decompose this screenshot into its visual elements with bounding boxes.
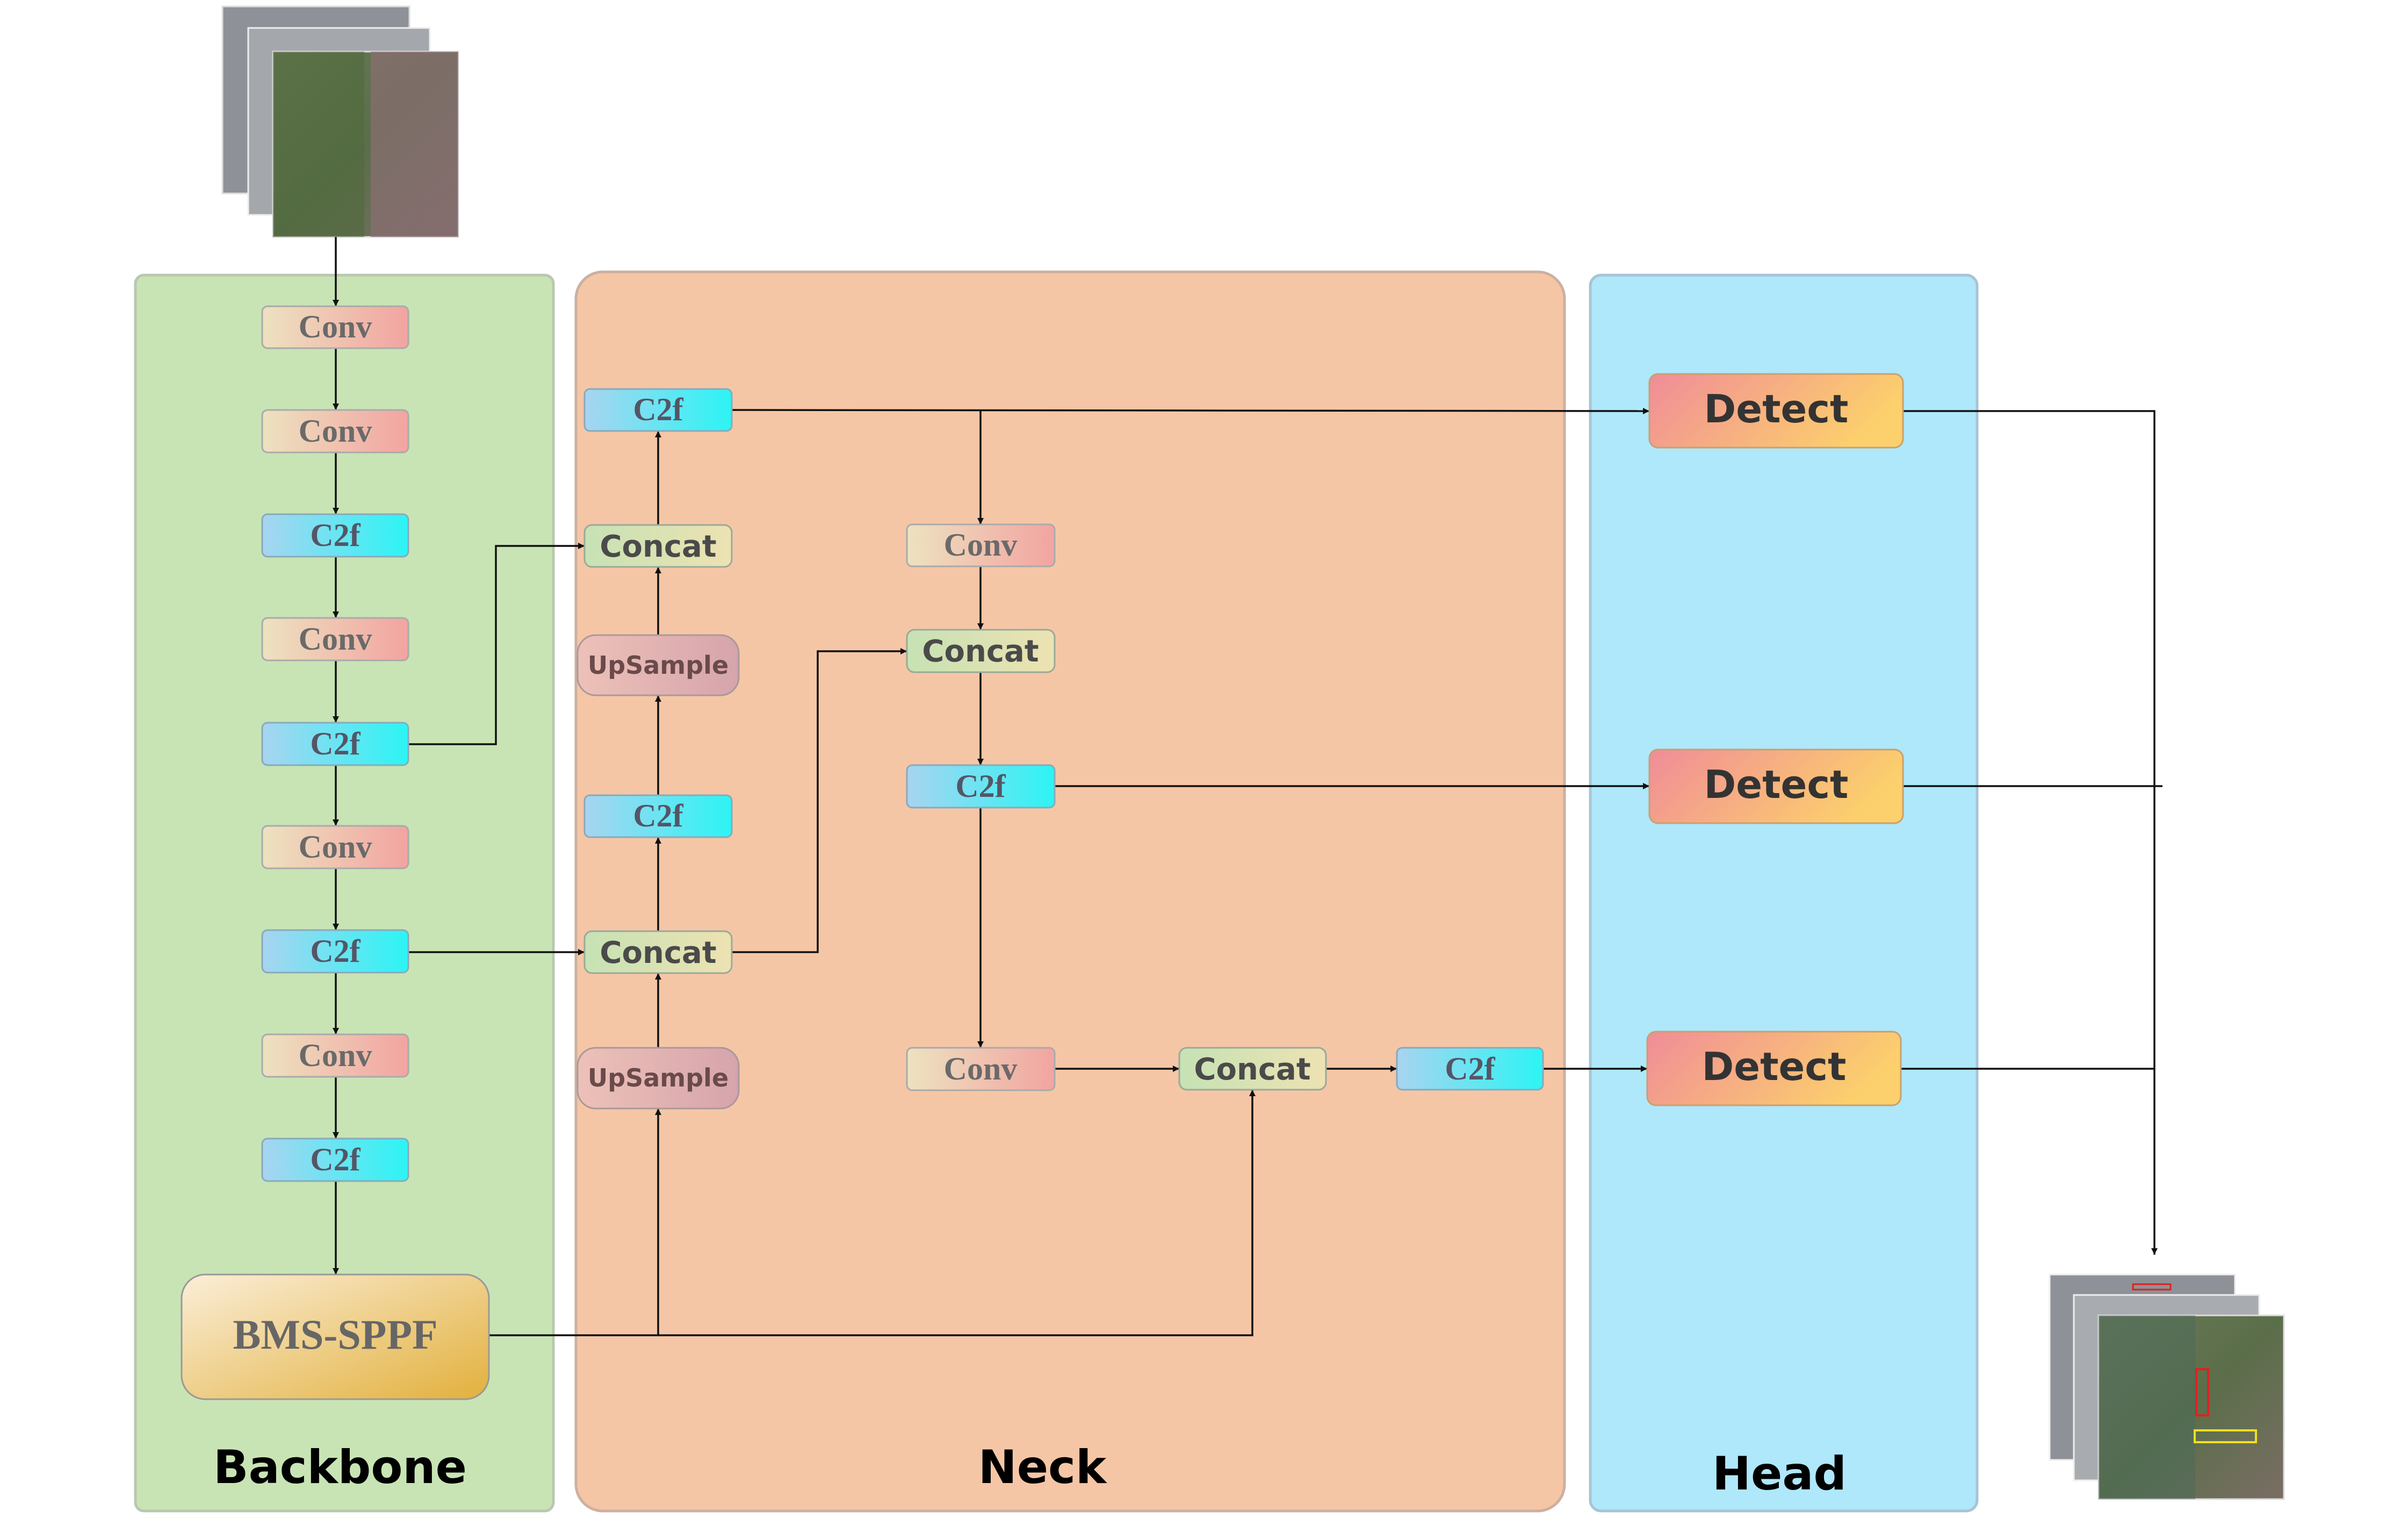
block-label: Conv [299,1038,372,1073]
neck-concat-2: Concat [583,930,733,974]
neck-blocks: C2f Concat UpSample C2f Concat UpSample … [576,388,1544,1110]
neck-c2f-bottom: C2f [1396,1047,1544,1091]
neck-panel [574,270,1566,1513]
backbone-c2f-1: C2f [261,513,409,558]
detect-block-3: Detect [1646,1031,1902,1106]
block-label: C2f [1445,1051,1495,1086]
block-label: C2f [310,1142,361,1177]
backbone-conv-5: Conv [261,1033,409,1078]
block-label: Conv [944,527,1018,563]
detection-box [2132,1283,2172,1291]
output-image-stack [2049,1273,2285,1500]
backbone-conv-2: Conv [261,409,409,454]
detect-block-1: Detect [1648,373,1904,449]
block-label: C2f [310,933,361,969]
block-label: C2f [633,392,683,427]
block-label: UpSample [588,651,729,680]
neck-conv-2: Conv [906,1047,1056,1091]
block-label: Detect [1704,762,1849,807]
block-label: BMS-SPPF [233,1311,437,1358]
neck-conv-1: Conv [906,523,1056,567]
block-label: Detect [1704,386,1849,431]
neck-concat-3: Concat [906,629,1056,673]
block-label: C2f [955,768,1006,804]
backbone-conv-1: Conv [261,305,409,349]
block-label: UpSample [588,1063,729,1092]
neck-concat-4: Concat [1178,1047,1327,1091]
block-label: Conv [299,309,372,344]
block-label: Concat [600,529,716,564]
backbone-title: Backbone [213,1441,467,1494]
bms-sppf-block: BMS-SPPF [181,1273,490,1400]
head-title: Head [1712,1447,1847,1501]
detect-block-2: Detect [1648,748,1904,824]
backbone-conv-4: Conv [261,825,409,869]
backbone-c2f-4: C2f [261,1138,409,1182]
block-label: Conv [299,413,372,449]
block-label: Conv [299,829,372,865]
input-image-stack [221,5,459,238]
block-label: Concat [922,634,1039,669]
detection-box [2194,1429,2257,1443]
neck-upsample-2: UpSample [576,1047,740,1110]
neck-title: Neck [978,1441,1107,1494]
backbone-blocks: Conv Conv C2f Conv C2f Conv C2f Conv [181,305,490,1400]
block-label: Detect [1702,1044,1847,1089]
neck-concat-1: Concat [583,524,733,568]
head-panel [1589,274,1979,1513]
neck-c2f-mid: C2f [583,794,733,838]
connectors [333,237,1650,1336]
block-label: C2f [310,726,361,761]
head-blocks: Detect Detect Detect [1646,373,1904,1106]
neck-c2f-top: C2f [583,388,733,432]
block-label: Conv [944,1051,1018,1086]
detect-output-lines [1901,410,2162,1255]
block-label: Concat [1194,1052,1310,1087]
backbone-panel [134,274,555,1513]
neck-upsample-1: UpSample [576,634,740,696]
block-label: C2f [310,517,361,553]
backbone-c2f-2: C2f [261,722,409,766]
backbone-c2f-3: C2f [261,929,409,974]
block-label: Concat [600,935,716,970]
block-label: C2f [633,798,683,833]
backbone-conv-3: Conv [261,617,409,661]
detection-box [2195,1368,2209,1416]
block-label: Conv [299,621,372,657]
neck-c2f-right: C2f [906,764,1056,809]
